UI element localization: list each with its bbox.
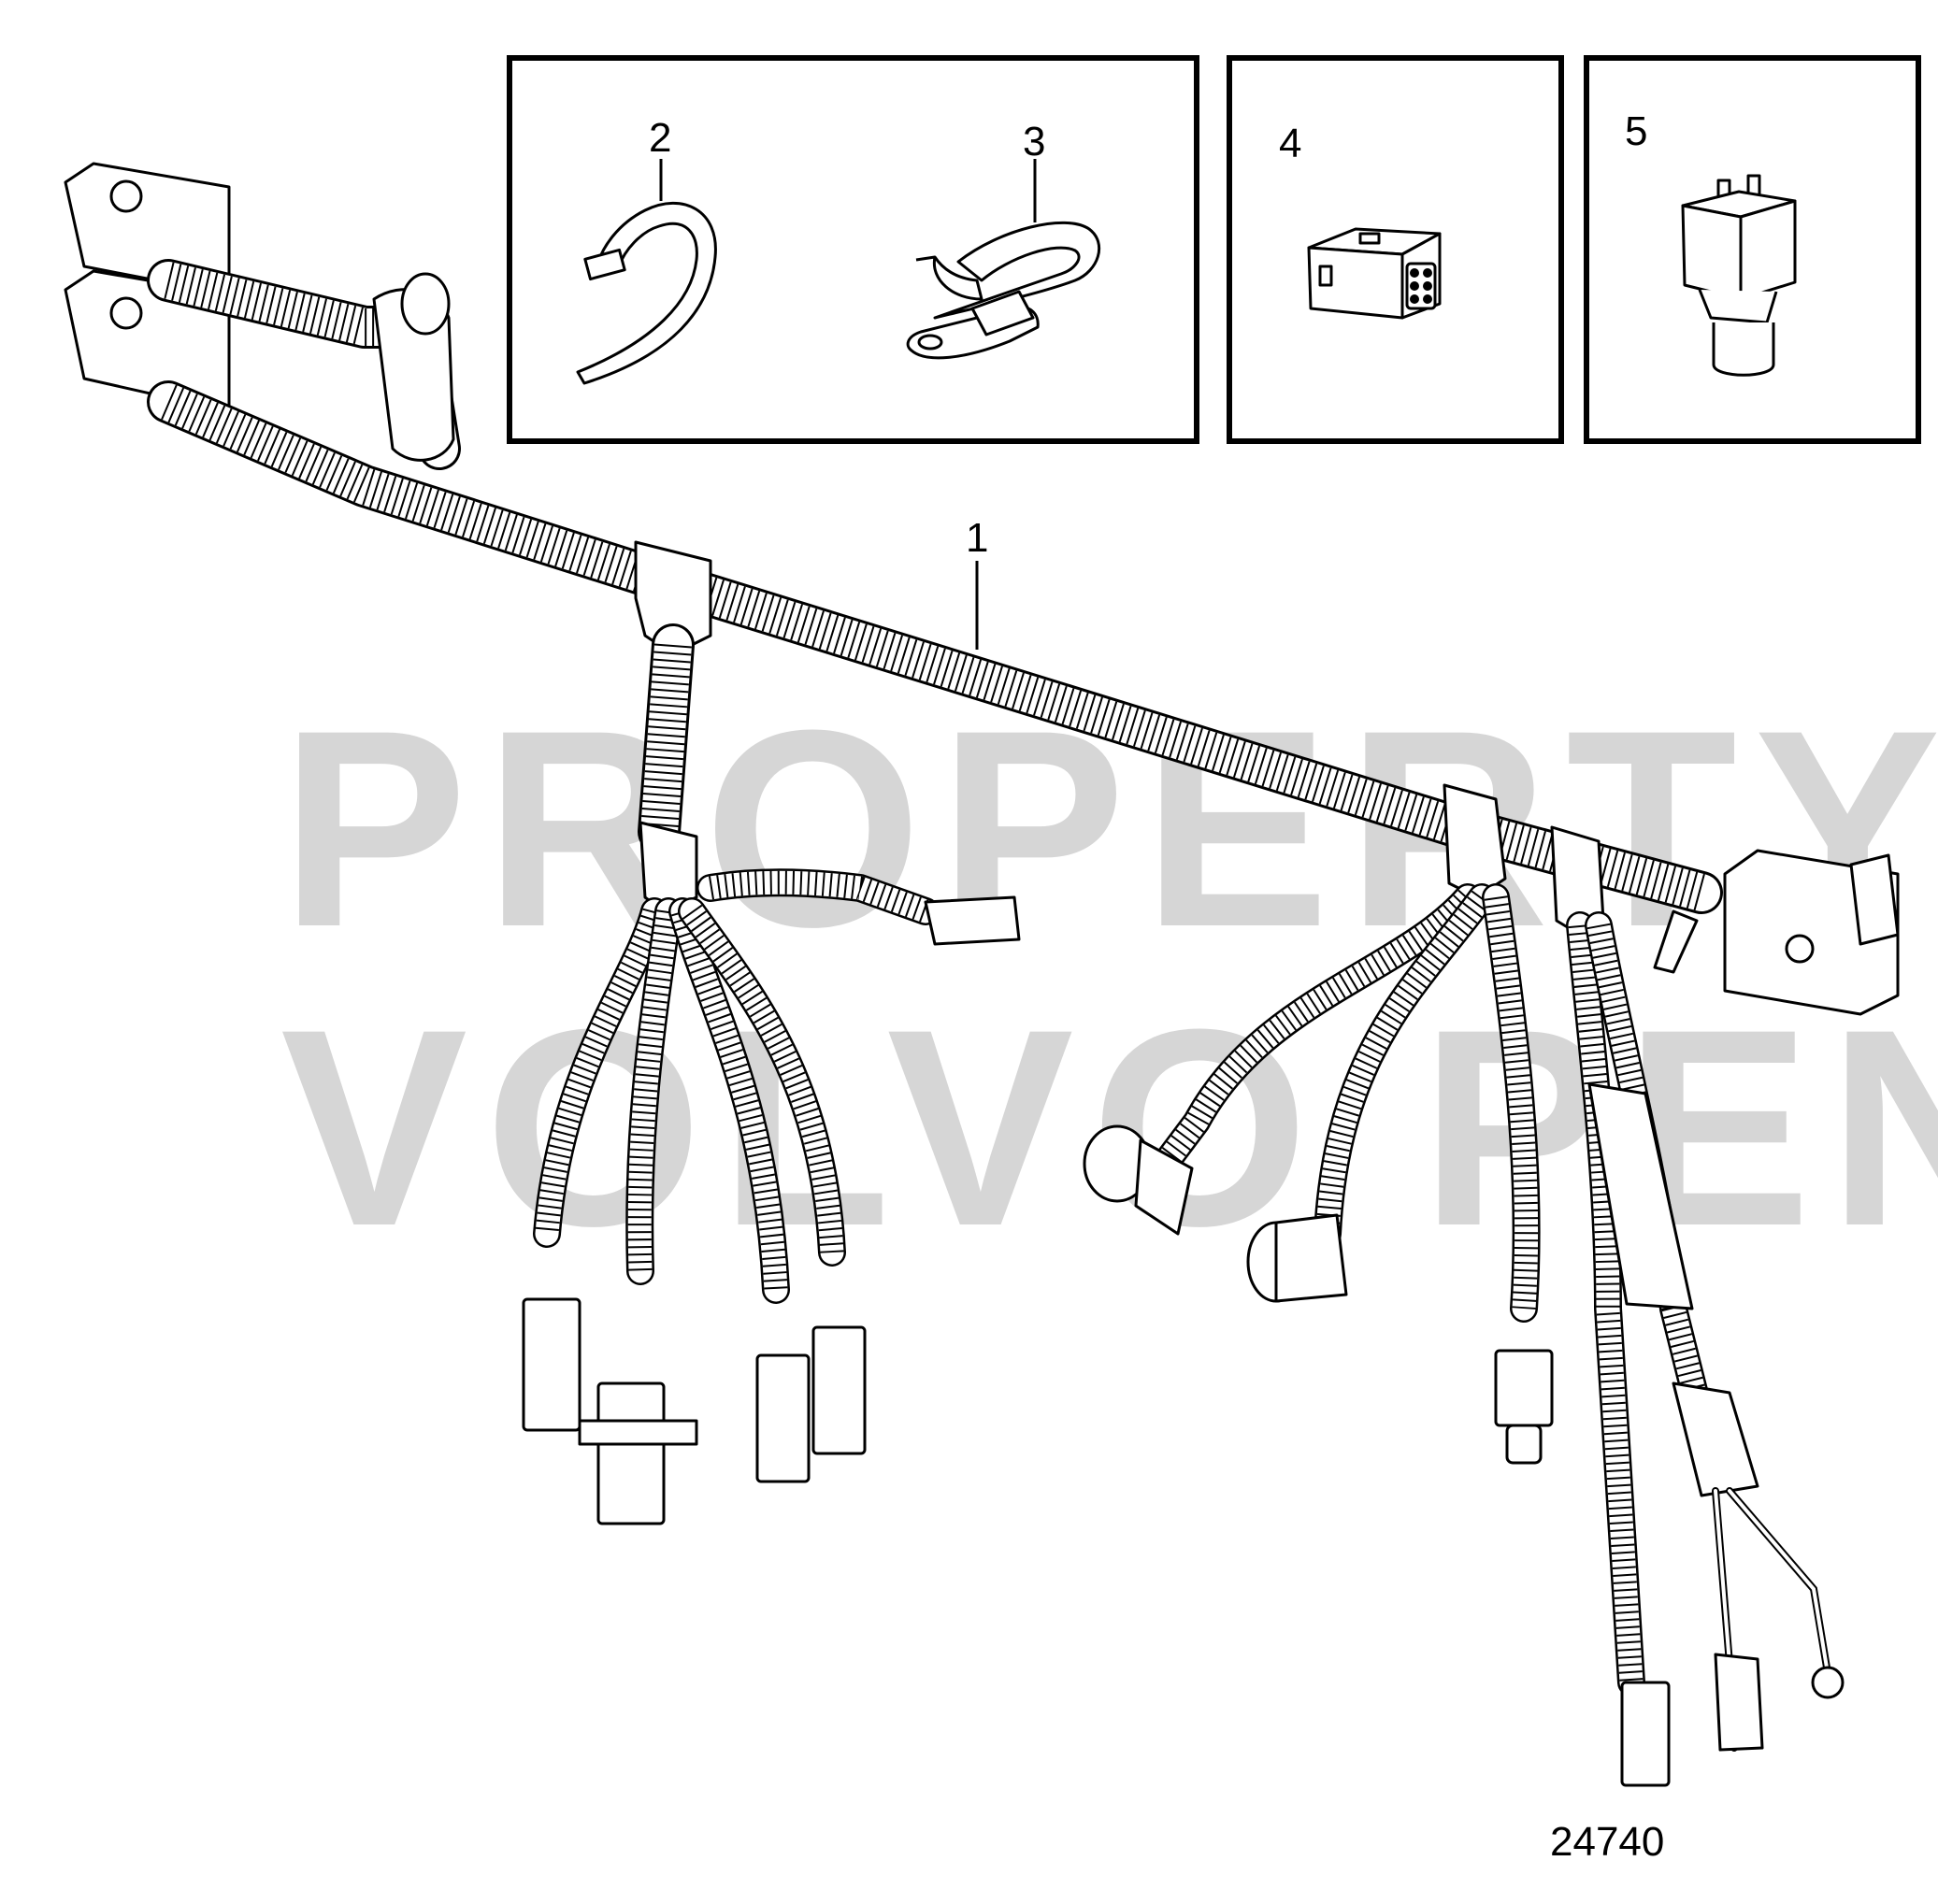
drop-connector-3 (755, 1353, 811, 1483)
inset-box-2-3 (507, 55, 1199, 444)
inset-box-5 (1584, 55, 1921, 444)
left-connector-top (64, 162, 231, 296)
drop-connector-1 (522, 1297, 581, 1432)
inset-box-4 (1227, 55, 1564, 444)
callout-2: 2 (649, 115, 671, 161)
callout-3: 3 (1023, 119, 1045, 165)
cable-tie-on-harness (1653, 909, 1699, 974)
bullet-connector (1714, 1653, 1764, 1752)
connector-housing-icon (1307, 227, 1442, 320)
callout-1: 1 (966, 515, 988, 561)
drop-connector-2 (596, 1381, 666, 1525)
side-connector (924, 895, 1021, 946)
relay-icon (1681, 174, 1797, 377)
tee-junction-2 (1443, 783, 1507, 899)
ring-terminal (1811, 1666, 1845, 1699)
end-connector (1620, 1681, 1671, 1787)
wiring-harness-icon (64, 162, 1900, 1787)
figure-number: 24740 (1550, 1819, 1664, 1865)
callout-5: 5 (1625, 108, 1647, 154)
cable-clamp-icon (906, 221, 1101, 360)
drop-connector-4 (811, 1325, 867, 1455)
small-relay-sensor (1494, 1349, 1554, 1427)
callout-4: 4 (1279, 121, 1301, 166)
cable-tie-icon (576, 201, 717, 385)
